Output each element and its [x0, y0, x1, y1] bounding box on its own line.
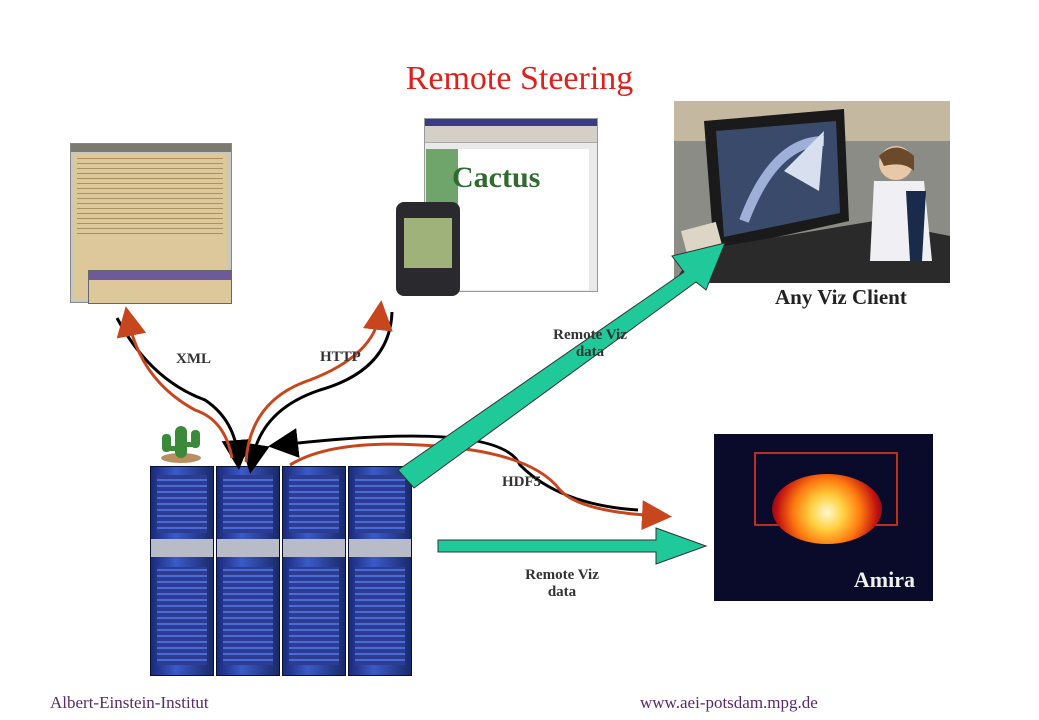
remote-viz-label-bottom: Remote Viz data [512, 567, 612, 601]
remote-viz-label-top-line2: data [575, 344, 605, 360]
xml-curve-red [116, 306, 234, 459]
slide-title: Remote Steering [405, 60, 634, 97]
supercomputer-image [150, 466, 412, 676]
any-viz-client-caption: Any Viz Client [775, 285, 907, 309]
remote-viz-label-bottom-line1: Remote Viz [525, 567, 599, 583]
hdf5-curve-red [289, 442, 672, 531]
footer-institute: Albert-Einstein-Institut [50, 693, 209, 712]
amira-caption: Amira [853, 567, 915, 592]
remote-viz-arrow-horizontal [437, 527, 708, 565]
cactus-logo-text: Cactus [452, 161, 541, 194]
remote-viz-arrow-diagonal [397, 242, 726, 489]
remote-viz-label-top: Remote Viz data [540, 327, 640, 361]
remote-viz-label-bottom-line2: data [547, 584, 577, 600]
hdf5-label: HDF5 [502, 474, 542, 490]
remote-viz-label-top-line1: Remote Viz [553, 327, 627, 343]
http-curve-red [244, 300, 393, 463]
http-label: HTTP [320, 349, 361, 365]
cactus-icon [156, 418, 206, 464]
hdf5-curve-black [268, 428, 639, 512]
http-curve-black [239, 311, 394, 474]
xml-label: XML [176, 351, 211, 367]
xml-dialog-window [88, 270, 232, 304]
footer-url[interactable]: www.aei-potsdam.mpg.de [640, 693, 818, 712]
amira-visualization: Amira [714, 434, 933, 601]
pda-device-icon [396, 202, 460, 296]
